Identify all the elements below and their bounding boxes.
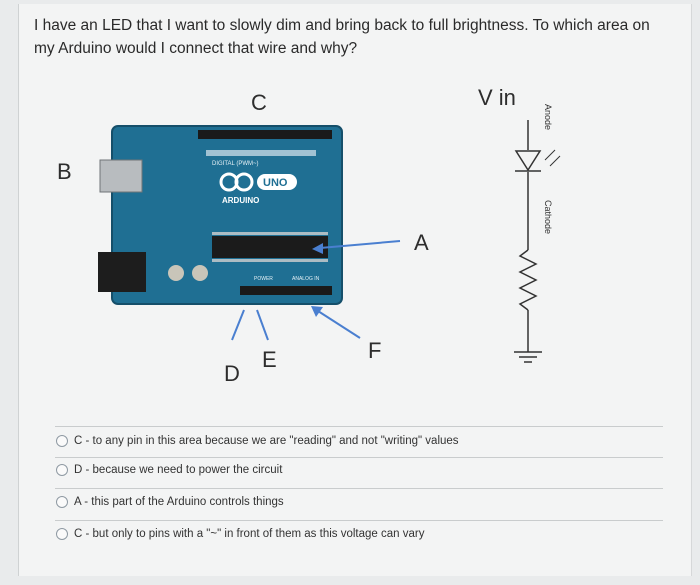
option-3-label: A - this part of the Arduino controls th…: [74, 496, 284, 508]
option-1[interactable]: C - to any pin in this area because we a…: [56, 435, 459, 447]
divider: [55, 457, 663, 458]
digital-label: DIGITAL (PWM~): [212, 161, 259, 167]
label-vin: V in: [478, 85, 516, 110]
arduino-brand-text: ARDUINO: [222, 196, 259, 205]
resistor-icon: [518, 249, 538, 311]
divider: [55, 488, 663, 489]
label-e: E: [262, 347, 277, 372]
arrow-a: [319, 240, 401, 249]
option-1-label: C - to any pin in this area because we a…: [74, 435, 459, 447]
led-circuit: Anode Cathode: [514, 104, 561, 363]
divider: [55, 520, 663, 521]
arduino-board: DIGITAL (PWM~) UNO ARDUINO POWER ANALOG …: [98, 125, 343, 305]
option-2-label: D - because we need to power the circuit: [74, 464, 283, 476]
radio-option-2[interactable]: [56, 464, 68, 476]
arrow-f: [317, 310, 361, 339]
option-2[interactable]: D - because we need to power the circuit: [56, 464, 282, 476]
radio-option-1[interactable]: [56, 435, 68, 447]
divider: [55, 426, 663, 427]
led-icon: [514, 150, 542, 172]
label-a: A: [414, 230, 429, 255]
label-d: D: [224, 361, 240, 386]
option-4[interactable]: C - but only to pins with a "~" in front…: [56, 528, 424, 540]
question-text: I have an LED that I want to slowly dim …: [34, 17, 650, 57]
label-b: B: [57, 159, 72, 184]
radio-option-3[interactable]: [56, 496, 68, 508]
power-label: POWER: [254, 276, 273, 282]
arrow-d: [231, 309, 245, 341]
label-c: C: [251, 90, 267, 115]
analog-label: ANALOG IN: [292, 276, 320, 282]
cathode-label: Cathode: [543, 200, 553, 234]
label-f: F: [368, 338, 381, 363]
arrow-e: [256, 309, 269, 341]
anode-label: Anode: [543, 104, 553, 130]
uno-logo-text: UNO: [263, 177, 288, 189]
option-4-label: C - but only to pins with a "~" in front…: [74, 528, 425, 540]
option-3[interactable]: A - this part of the Arduino controls th…: [56, 496, 284, 508]
radio-option-4[interactable]: [56, 528, 68, 540]
